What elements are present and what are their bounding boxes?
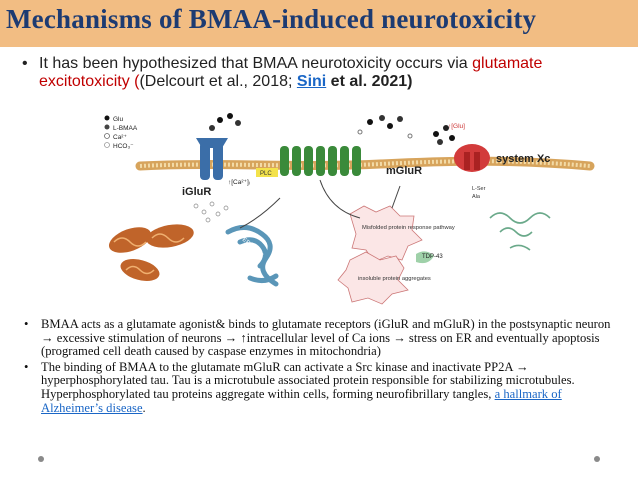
legend-bmaa-icon [104, 124, 110, 130]
ca-label: ↑[Ca²⁺]ᵢ [228, 179, 250, 186]
insoluble-label: insoluble protein aggregates [358, 276, 431, 282]
system-xc-label: system Xc [496, 153, 550, 165]
legend-hco3-icon [104, 142, 110, 148]
lser-label: L-Ser [472, 186, 486, 192]
mglur-receptor [280, 146, 361, 176]
title-bar [0, 0, 638, 47]
intro-part1: It has been hypothesized that BMAA neuro… [39, 55, 473, 72]
bullet-1-text: BMAA acts as a glutamate agonist& binds … [41, 317, 611, 359]
footer-dot-left [38, 456, 44, 462]
intro-red-text: glutamate excitotoxicity ( [39, 55, 543, 90]
endoplasmic-reticulum [225, 225, 279, 287]
tdp43-label: TDP-43 [422, 254, 443, 260]
pathway-arrows [239, 179, 401, 229]
protein-strands [489, 212, 551, 251]
insoluble-aggregates [337, 251, 409, 305]
bullet-dot: • [24, 317, 29, 331]
legend-glu: Glu [113, 116, 124, 123]
bullet-2-end: . [142, 400, 146, 415]
legend-hco3: HCO₃⁻ [113, 143, 134, 150]
detail-bullets: • BMAA acts as a glutamate agonist& bind… [24, 317, 624, 417]
legend-ca: Ca²⁺ [113, 134, 127, 141]
mitochondria [108, 224, 194, 281]
iglur-label: iGluR [182, 186, 211, 198]
legend-glu-icon [104, 115, 110, 121]
plc-label: PLC [260, 171, 272, 177]
legend-ca-icon [104, 133, 110, 139]
bullet-2-text: The binding of BMAA to the glutamate mGl… [41, 359, 575, 401]
intro-part2: (Delcourt et al., 2018; [139, 73, 297, 90]
plc-box [256, 168, 278, 177]
tdp43-shape [416, 251, 434, 264]
bullet-2: • The binding of BMAA to the glutamate m… [24, 359, 624, 415]
mechanism-diagram: Glu L-BMAA Ca²⁺ HCO₃⁻ iGluR ↑[Ca²⁺]ᵢ PLC… [104, 113, 595, 305]
intracellular-ca [193, 201, 229, 223]
glu-molecules [209, 113, 455, 145]
slide-title: Mechanisms of BMAA-induced neurotoxicity [6, 4, 537, 34]
system-xc-transporter [454, 144, 490, 172]
bullet-1: • BMAA acts as a glutamate agonist& bind… [24, 317, 624, 359]
misfolded-label: Misfolded protein response pathway [362, 225, 455, 231]
cell-membrane-pattern [139, 159, 591, 168]
ala-label: Ala [472, 194, 481, 200]
bullet-dot: • [24, 359, 29, 374]
mglur-label: mGluR [386, 165, 422, 177]
glu-out-label: ↑[Glu] [448, 123, 465, 130]
sini-link[interactable]: Sini [296, 73, 327, 90]
intro-text: It has been hypothesized that BMAA neuro… [39, 55, 619, 91]
bullet-dot: • [22, 55, 28, 72]
alzheimers-link[interactable]: a hallmark of Alzheimer’s disease [41, 386, 562, 415]
misfolded-protein-pathway [349, 205, 423, 263]
intro-part3: et al. 2021) [326, 73, 413, 90]
legend-bmaa: L-BMAA [113, 125, 138, 132]
mechanism-figure: Glu L-BMAA Ca²⁺ HCO₃⁻ iGluR ↑[Ca²⁺]ᵢ PLC… [100, 108, 598, 306]
footer-dot-right [594, 456, 600, 462]
iglur-receptor [196, 138, 228, 180]
